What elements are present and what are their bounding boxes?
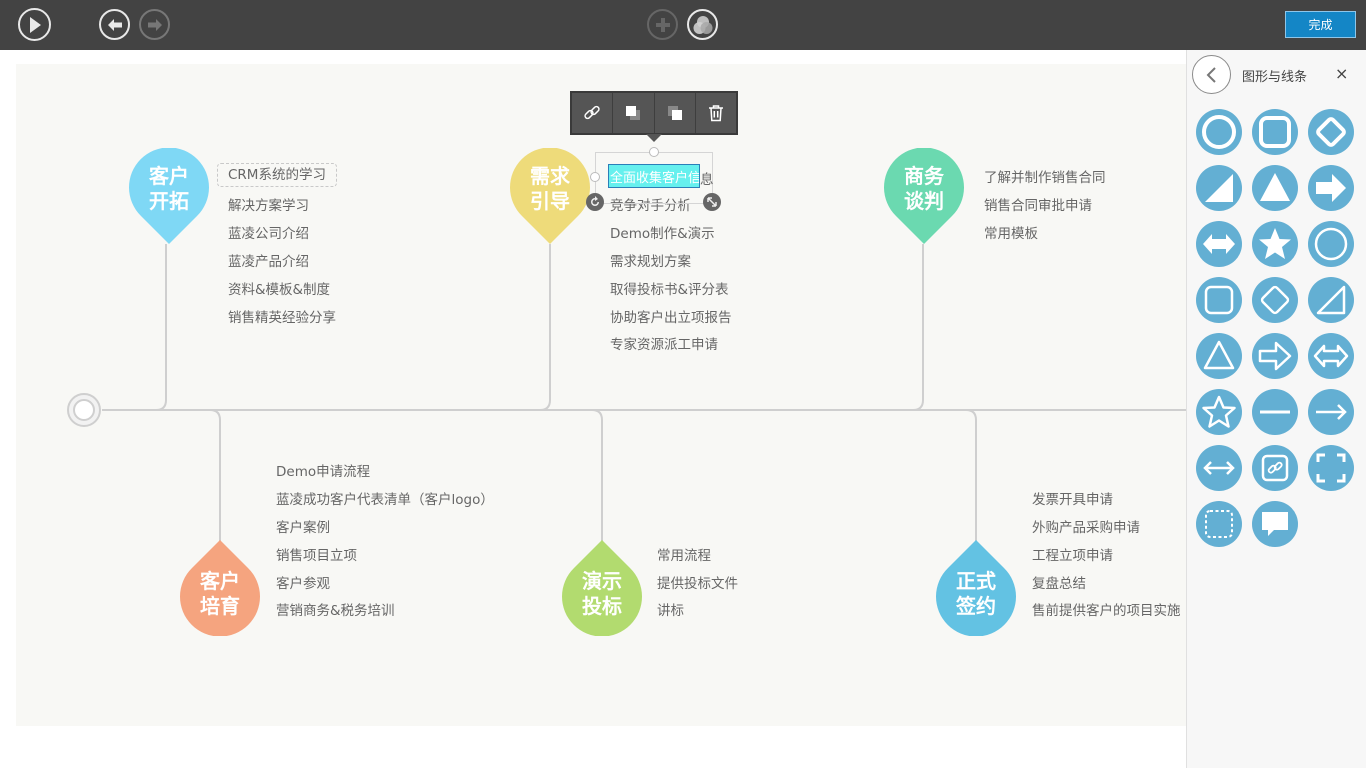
double-arrow-line-shape-icon[interactable]: [1196, 445, 1242, 491]
branch-title-line2: 签约: [956, 594, 996, 618]
branch-title-line1: 客户: [200, 569, 240, 593]
bring-front-icon[interactable]: [613, 93, 655, 133]
branch-node-demo-bidding[interactable]: 演示 投标: [562, 540, 642, 637]
topic-item[interactable]: 协助客户出立项报告: [610, 310, 732, 326]
back-icon[interactable]: [1192, 55, 1231, 94]
mindmap-canvas[interactable]: 客户 开拓 CRM系统的学习 解决方案学习 蓝凌公司介绍 蓝凌产品介绍 资料&模…: [16, 64, 1186, 726]
redo-icon[interactable]: [139, 9, 170, 40]
branch-title-line1: 正式: [956, 569, 996, 593]
shapes-panel: 图形与线条 ×: [1186, 50, 1366, 768]
mindmap-connectors: [67, 244, 1186, 544]
topic-text-remainder: 息: [700, 172, 714, 188]
circle-thin-shape-icon[interactable]: [1308, 221, 1354, 267]
branch-title-line2: 开拓: [149, 189, 189, 213]
done-button[interactable]: 完成: [1285, 11, 1356, 38]
left-handle[interactable]: [590, 172, 600, 182]
branch-node-demand-guidance[interactable]: 需求 引导: [510, 147, 590, 244]
topic-item[interactable]: 专家资源派工申请: [610, 337, 718, 353]
arrow-right-outline-shape-icon[interactable]: [1252, 333, 1298, 379]
topic-item[interactable]: 讲标: [657, 603, 684, 619]
circle-outline-shape-icon[interactable]: [1196, 109, 1242, 155]
branch-node-customer-nurturing[interactable]: 客户 培育: [180, 540, 260, 637]
arrow-right-shape-icon[interactable]: [1308, 165, 1354, 211]
topic-item[interactable]: Demo申请流程: [276, 464, 371, 480]
topic-item[interactable]: 提供投标文件: [657, 576, 738, 592]
undo-icon[interactable]: [99, 9, 130, 40]
topic-item[interactable]: 需求规划方案: [610, 254, 691, 270]
branch-title-line1: 需求: [530, 164, 570, 188]
branch-node-business-negotiation[interactable]: 商务 谈判: [884, 147, 964, 244]
triangle-outline-shape-icon[interactable]: [1196, 333, 1242, 379]
branch-title-line2: 投标: [582, 594, 622, 618]
fullscreen-shape-icon[interactable]: [1308, 445, 1354, 491]
topic-item[interactable]: 取得投标书&评分表: [610, 282, 729, 298]
topic-text-editor[interactable]: 全面收集客户信: [608, 164, 700, 188]
topic-item[interactable]: 蓝凌产品介绍: [228, 254, 309, 270]
branch-node-formal-signing[interactable]: 正式 签约: [936, 540, 1016, 637]
topic-item[interactable]: 复盘总结: [1032, 576, 1086, 592]
topic-item[interactable]: 营销商务&税务培训: [276, 603, 395, 619]
delete-icon[interactable]: [696, 93, 736, 133]
top-toolbar: 完成: [0, 0, 1366, 50]
topic-item[interactable]: 常用模板: [984, 226, 1038, 242]
close-icon[interactable]: ×: [1335, 64, 1349, 83]
topic-item[interactable]: 销售合同审批申请: [984, 198, 1092, 214]
line-shape-icon[interactable]: [1252, 389, 1298, 435]
topic-item[interactable]: 蓝凌公司介绍: [228, 226, 309, 242]
rotate-handle-icon[interactable]: [586, 193, 604, 211]
top-handle[interactable]: [649, 147, 659, 157]
topic-item[interactable]: 销售精英经验分享: [228, 310, 336, 326]
dashed-box-shape-icon[interactable]: [1196, 501, 1242, 547]
link-icon[interactable]: [572, 93, 614, 133]
branch-title-line1: 客户: [149, 164, 189, 188]
topic-item[interactable]: 销售项目立项: [276, 548, 357, 564]
branch-title-line2: 引导: [530, 189, 570, 213]
topic-item[interactable]: 发票开具申请: [1032, 492, 1113, 508]
send-back-icon[interactable]: [655, 93, 696, 133]
topic-item[interactable]: 解决方案学习: [228, 198, 309, 214]
topic-item[interactable]: 蓝凌成功客户代表清单（客户logo）: [276, 492, 494, 508]
topic-item[interactable]: 外购产品采购申请: [1032, 520, 1140, 536]
topic-item[interactable]: CRM系统的学习: [217, 163, 337, 187]
topic-item[interactable]: 工程立项申请: [1032, 548, 1113, 564]
element-edit-toolbar: [570, 91, 738, 135]
triangle-shape-icon[interactable]: [1252, 165, 1298, 211]
resize-handle-icon[interactable]: [703, 193, 721, 211]
topic-item[interactable]: 了解并制作销售合同: [984, 170, 1106, 186]
right-triangle-shape-icon[interactable]: [1196, 165, 1242, 211]
branch-node-customer-development[interactable]: 客户 开拓: [129, 147, 209, 244]
theme-icon[interactable]: [687, 9, 718, 40]
topic-item[interactable]: 客户案例: [276, 520, 330, 536]
topic-item[interactable]: 资料&模板&制度: [228, 282, 331, 298]
rounded-square-shape-icon[interactable]: [1252, 109, 1298, 155]
panel-title: 图形与线条: [1242, 70, 1308, 85]
link-box-shape-icon[interactable]: [1252, 445, 1298, 491]
toolbar-pointer: [646, 134, 662, 142]
star-shape-icon[interactable]: [1252, 221, 1298, 267]
root-node[interactable]: [68, 394, 100, 426]
star-outline-shape-icon[interactable]: [1196, 389, 1242, 435]
branch-title-line2: 培育: [200, 594, 240, 618]
topic-item[interactable]: 常用流程: [657, 548, 711, 564]
topic-item[interactable]: 竞争对手分析: [610, 198, 691, 214]
add-icon[interactable]: [647, 9, 678, 40]
double-arrow-shape-icon[interactable]: [1196, 221, 1242, 267]
topic-item[interactable]: Demo制作&演示: [610, 226, 715, 242]
play-icon[interactable]: [18, 8, 51, 41]
diamond-thin-shape-icon[interactable]: [1252, 277, 1298, 323]
right-triangle-outline-shape-icon[interactable]: [1308, 277, 1354, 323]
topic-item[interactable]: 售前提供客户的项目实施: [1032, 603, 1181, 619]
double-arrow-outline-shape-icon[interactable]: [1308, 333, 1354, 379]
branch-title-line1: 演示: [582, 569, 622, 593]
diamond-shape-icon[interactable]: [1308, 109, 1354, 155]
rounded-square-thin-shape-icon[interactable]: [1196, 277, 1242, 323]
arrow-line-shape-icon[interactable]: [1308, 389, 1354, 435]
branch-title-line1: 商务: [904, 164, 944, 188]
speech-bubble-shape-icon[interactable]: [1252, 501, 1298, 547]
branch-title-line2: 谈判: [904, 189, 944, 213]
topic-item[interactable]: 客户参观: [276, 576, 330, 592]
